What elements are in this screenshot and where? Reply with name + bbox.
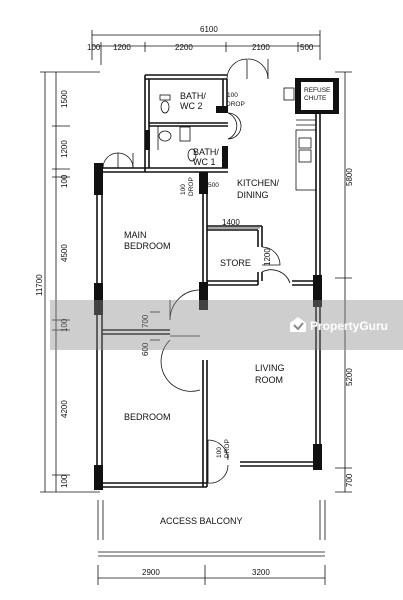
top-dim-overall: 6100 <box>200 25 218 34</box>
right-dimensions: 5800 5200 700 <box>335 71 354 493</box>
left-dim-1200: 1200 <box>60 140 69 158</box>
watermark-text: PropertyGuru <box>310 319 388 333</box>
bath1-label: BATH/ <box>193 147 219 157</box>
bottom-dim-2900: 2900 <box>142 568 160 577</box>
toilet-icon <box>160 100 170 114</box>
main-bedroom-label: MAIN <box>124 230 147 240</box>
bath2-label-2: WC 2 <box>180 101 203 111</box>
fixtures <box>157 78 339 191</box>
left-dim-1500: 1500 <box>60 90 69 108</box>
door-dim-700: 700 <box>141 314 150 328</box>
top-dim-100: 100 <box>87 43 101 52</box>
right-dim-700: 700 <box>345 473 354 487</box>
drop-labels: 100 DROP 100 DROP 500 100 DROP <box>180 92 245 458</box>
top-dim-2100: 2100 <box>252 43 270 52</box>
wall-dim-500: 500 <box>208 182 219 189</box>
main-bedroom-label-2: BEDROOM <box>124 241 171 251</box>
walls <box>94 74 322 490</box>
propertyguru-logo-icon <box>290 317 306 332</box>
living-room-label: LIVING <box>255 363 285 373</box>
living-room-label-2: ROOM <box>255 375 283 385</box>
refuse-chute-label: REFUSE <box>304 87 331 94</box>
right-dim-5800: 5800 <box>345 168 354 186</box>
refuse-chute-label-2: CHUTE <box>304 95 327 102</box>
left-dim-4500: 4500 <box>60 244 69 262</box>
left-dim-overall: 11700 <box>35 274 44 296</box>
kitchen-counter <box>295 129 317 191</box>
store-label: STORE <box>220 258 251 268</box>
kitchen-label: KITCHEN/ <box>237 178 280 188</box>
left-dim-100b: 100 <box>60 318 69 332</box>
access-balcony: 2900 3200 <box>97 500 326 585</box>
top-dim-500: 500 <box>300 43 314 52</box>
toilet-icon-2 <box>187 148 197 162</box>
bottom-dim-3200: 3200 <box>252 568 270 577</box>
inner-dimensions: 1400 1200 700 600 <box>141 218 272 356</box>
top-dim-2200: 2200 <box>175 43 193 52</box>
drop-label-2a: 100 <box>180 184 187 195</box>
top-dimensions: 6100 100 1200 2200 2100 500 <box>87 25 321 65</box>
access-balcony-label: ACCESS BALCONY <box>160 516 243 526</box>
store-height-dim: 1200 <box>263 248 272 266</box>
room-labels: BATH/ WC 2 BATH/ WC 1 KITCHEN/ DINING MA… <box>124 87 331 526</box>
drop-label-2b: DROP <box>188 177 195 196</box>
left-dim-4200: 4200 <box>60 400 69 418</box>
drop-label-1a: 100 <box>227 92 238 99</box>
left-dim-100c: 100 <box>60 474 69 488</box>
right-dim-5200: 5200 <box>345 368 354 386</box>
drop-label-3b: DROP <box>224 439 231 458</box>
bath1-label-2: WC 1 <box>193 157 216 167</box>
bath2-label: BATH/ <box>180 91 206 101</box>
top-dim-1200: 1200 <box>113 43 131 52</box>
drop-label-3a: 100 <box>216 447 223 458</box>
store-width-dim: 1400 <box>222 218 240 227</box>
sink-icon <box>158 130 172 142</box>
left-dim-100a: 100 <box>60 174 69 188</box>
drop-label-1b: DROP <box>226 101 245 108</box>
left-dimensions: 11700 1500 1200 100 4500 100 4200 100 <box>35 71 100 493</box>
kitchen-label-2: DINING <box>237 190 269 200</box>
watermark: PropertyGuru <box>50 300 403 350</box>
bedroom-label: BEDROOM <box>124 412 171 422</box>
doors <box>102 58 291 484</box>
door-dim-600: 600 <box>141 342 150 356</box>
